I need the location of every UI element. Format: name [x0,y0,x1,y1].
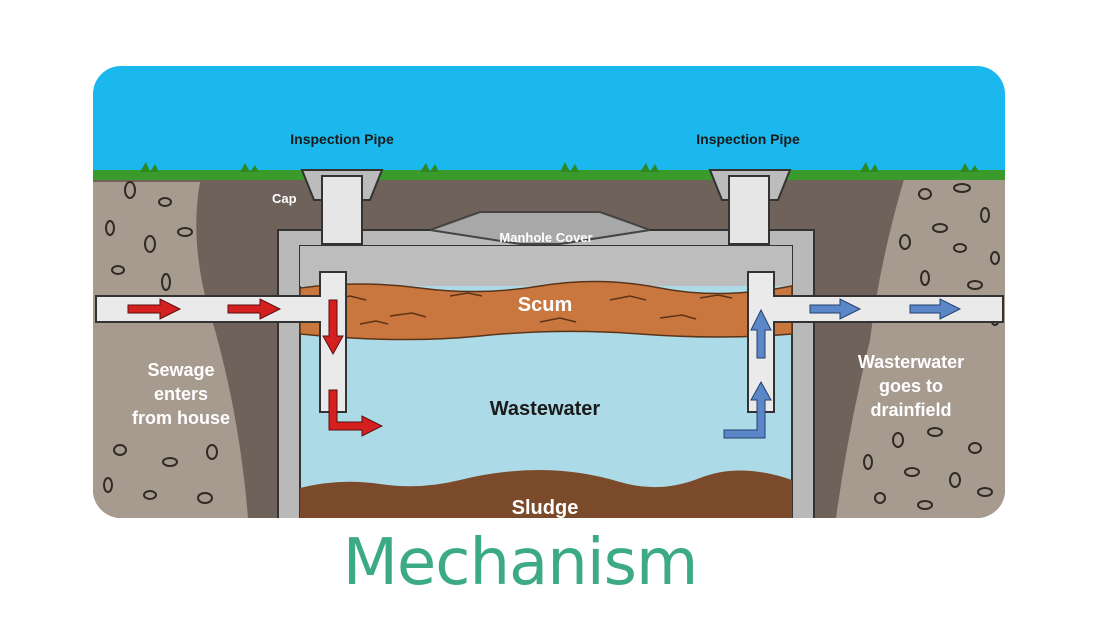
outlet-label-line-2: goes to [879,376,943,396]
gravel-right [836,176,1005,518]
inspection-pipe-right-label: Inspection Pipe [696,131,800,147]
outlet-label-line-3: drainfield [870,400,951,420]
inspection-pipe-left [321,175,363,245]
inflow-arrows [127,298,384,437]
tank-air-space [300,246,792,286]
inlet-label-line-3: from house [132,408,230,428]
cap-label: Cap [272,191,297,206]
grass-tufts [140,162,979,172]
outflow-arrow-up [750,308,772,359]
scum-flecks [329,292,733,325]
inflow-arrow-1 [127,298,182,320]
caption-title: Mechanism [342,526,699,600]
inspection-pipe-right [728,175,770,245]
inflow-arrow-down [322,299,344,356]
inspection-pipe-left-label: Inspection Pipe [290,131,394,147]
scum-label: Scum [518,294,572,316]
outflow-arrow-2 [909,298,962,320]
sludge-label: Sludge [512,497,579,518]
manhole-cover [429,211,651,245]
outlet-label: Wasterwater goes to drainfield [858,352,964,420]
grass-line [93,170,1005,180]
pebbles [102,181,1000,510]
outflow-arrow-1 [809,298,862,320]
manhole-cover-label: Manhole Cover [499,230,592,245]
septic-tank-diagram: Inspection Pipe Inspection Pipe Cap Manh… [93,66,1005,518]
inlet-label-line-1: Sewage [147,360,214,380]
inlet-label-line-2: enters [154,384,208,404]
outlet-label-line-1: Wasterwater [858,352,964,372]
wastewater-label: Wastewater [490,398,601,420]
inlet-label: Sewage enters from house [132,360,230,428]
sludge-layer [300,470,792,518]
gravel-left [93,182,248,518]
inflow-arrow-exit [328,389,384,437]
outflow-arrows [723,298,962,439]
inflow-arrow-2 [227,298,282,320]
outflow-arrow-entry [723,380,772,439]
